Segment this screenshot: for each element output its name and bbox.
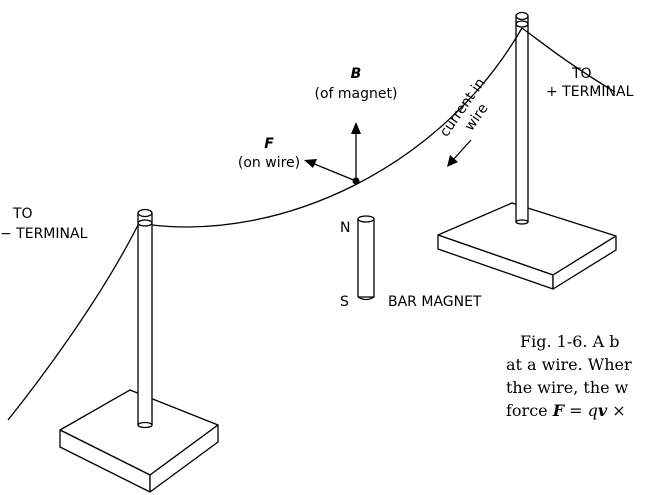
b-description: (of magnet) <box>315 86 398 102</box>
force-arrow <box>304 159 357 182</box>
left-post-pole <box>137 208 153 429</box>
caption-line4-f: F <box>552 401 566 420</box>
caption-line3: the wire, the w <box>506 378 629 397</box>
right-post-pole <box>515 11 529 225</box>
south-pole-label: S <box>340 294 349 310</box>
to-minus-terminal-line2: − TERMINAL <box>0 226 88 242</box>
bar-magnet <box>357 215 375 301</box>
b-field-arrow <box>351 122 361 181</box>
f-label: F <box>264 136 274 152</box>
north-pole-label: N <box>340 220 350 236</box>
wire <box>7 27 616 421</box>
caption-line2: at a wire. Wher <box>506 355 632 374</box>
caption-line4-eq: = q <box>564 401 598 420</box>
b-label: B <box>351 66 362 82</box>
current-arrow <box>447 139 472 167</box>
right-post-base <box>437 202 617 290</box>
to-plus-terminal-line2: + TERMINAL <box>546 84 634 100</box>
figure-caption: Fig. 1-6. A b at a wire. Wher the wire, … <box>506 332 632 420</box>
caption-line4-v: v <box>598 401 608 420</box>
caption-line1: Fig. 1-6. A b <box>520 332 619 351</box>
to-plus-terminal-line1: TO <box>571 66 592 82</box>
bar-magnet-label: BAR MAGNET <box>388 294 482 310</box>
current-label: current in wire <box>437 75 492 140</box>
caption-line4: force F = qv × <box>506 401 626 420</box>
f-description: (on wire) <box>238 155 300 171</box>
left-post-base <box>59 389 219 493</box>
caption-line4-x: × <box>607 401 626 420</box>
caption-line4-prefix: force <box>506 401 553 420</box>
to-minus-terminal-line1: TO <box>12 206 33 222</box>
